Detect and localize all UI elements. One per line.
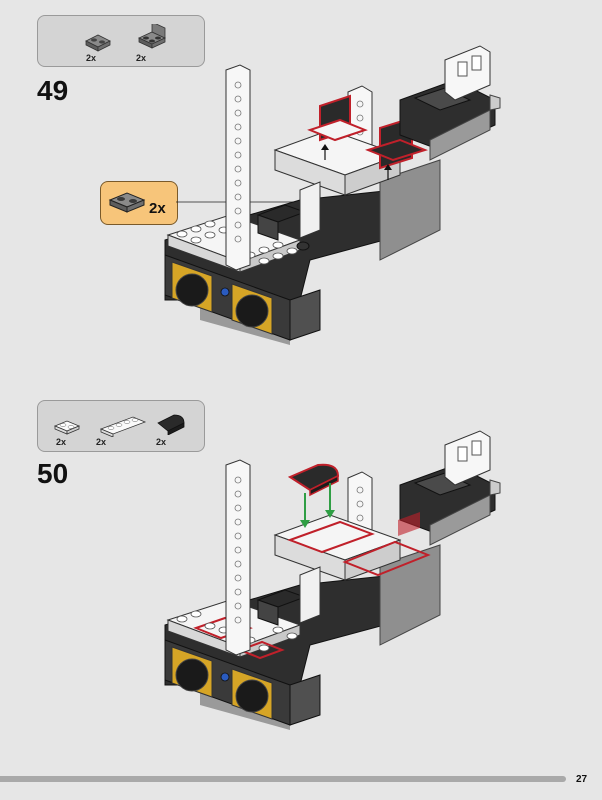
- white-plate-1x4-icon: [99, 416, 147, 437]
- step-number: 49: [37, 75, 69, 106]
- dark-gray-plate-1x2-icon: [85, 34, 111, 52]
- step-49-parts-box: 2x 2x: [37, 15, 205, 67]
- part-qty: 2x: [96, 437, 107, 447]
- black-curved-slope-icon: [157, 414, 185, 435]
- dark-gray-plate-1x2-icon: [108, 192, 146, 213]
- step-number: 50: [37, 458, 69, 489]
- callout-qty: 2x: [149, 200, 166, 217]
- part-qty: 2x: [56, 437, 67, 447]
- dark-gray-bracket-icon: [138, 24, 166, 49]
- step-50-parts-box: 2x 2x 2x: [37, 400, 205, 452]
- step-49-callout: 2x: [100, 181, 178, 225]
- page-number: 27: [576, 774, 588, 785]
- part-qty: 2x: [156, 437, 167, 447]
- part-qty: 2x: [86, 53, 97, 63]
- part-qty: 2x: [136, 53, 147, 63]
- page-progress-bar: [0, 776, 566, 782]
- white-plate-1x2-icon: [53, 420, 81, 435]
